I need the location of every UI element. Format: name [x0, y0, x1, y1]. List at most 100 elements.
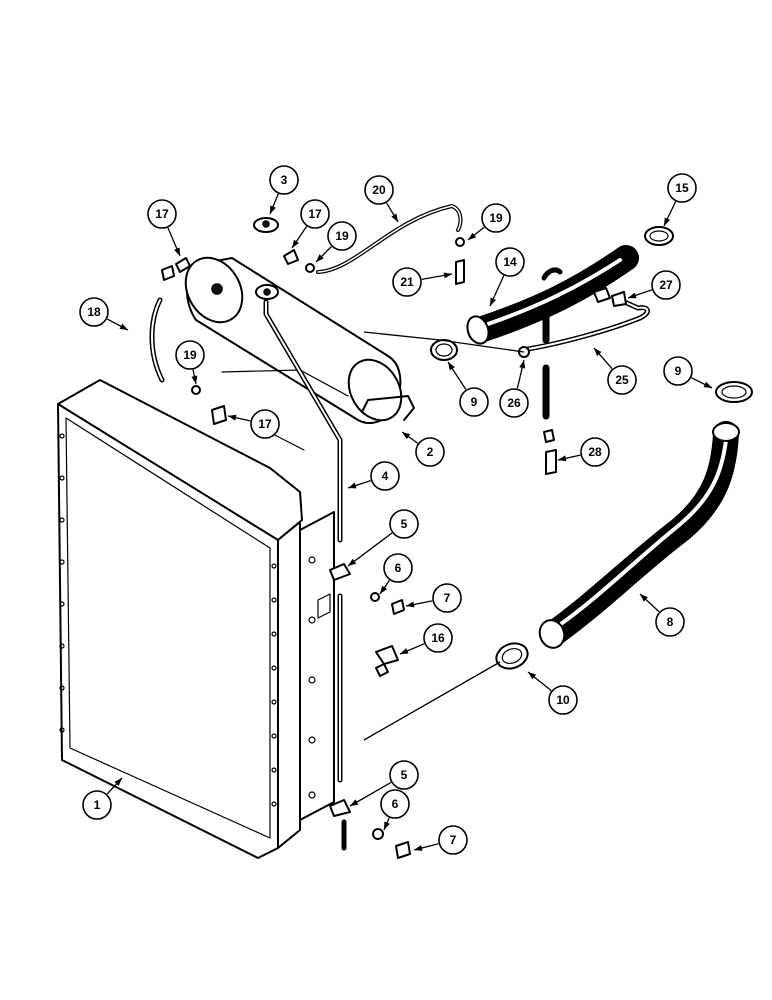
callout-arrowhead [400, 648, 409, 654]
callout-number: 5 [401, 517, 408, 531]
callout-number: 8 [667, 615, 674, 629]
callout-circle [364, 175, 394, 205]
callout-arrowhead [519, 360, 526, 369]
callout-arrowhead [558, 455, 567, 462]
callout-circle [651, 270, 681, 300]
callout-circle [481, 203, 511, 233]
callout-arrowhead [402, 432, 411, 440]
callout-arrowhead [270, 205, 276, 214]
callout-19: 19 [467, 203, 511, 241]
callout-circle [389, 509, 419, 539]
callout-number: 25 [615, 373, 629, 387]
callout-leader-line [347, 532, 393, 567]
callout-circle [147, 199, 177, 229]
callout-28: 28 [557, 437, 610, 467]
callout-arrowhead [628, 292, 637, 299]
callout-9: 9 [663, 356, 713, 389]
callout-circle [495, 247, 525, 277]
callout-circle [548, 685, 578, 715]
callout-circle [370, 461, 400, 491]
callout-circle [432, 583, 462, 613]
callout-number: 17 [258, 417, 272, 431]
callout-circle [392, 267, 422, 297]
callout-circle [82, 790, 112, 820]
callout-number: 6 [395, 561, 402, 575]
callout-arrowhead [640, 594, 648, 602]
callout-number: 19 [335, 229, 349, 243]
callout-2: 2 [401, 431, 445, 467]
callout-arrowhead [119, 323, 128, 330]
callout-number: 15 [675, 181, 689, 195]
callout-8: 8 [639, 593, 685, 637]
callout-1: 1 [82, 777, 123, 820]
callout-4: 4 [347, 461, 400, 491]
callout-number: 17 [155, 207, 169, 221]
radiator-cap [253, 217, 279, 233]
callout-arrowhead [348, 558, 357, 566]
callout-6: 6 [379, 553, 413, 595]
callout-26: 26 [499, 359, 529, 418]
callout-arrowhead [380, 585, 388, 594]
callout-circle [175, 340, 205, 370]
callout-17: 17 [147, 199, 181, 257]
callout-number: 5 [401, 768, 408, 782]
callout-arrowhead [594, 348, 602, 356]
callout-arrowhead [114, 778, 122, 786]
callout-arrowhead [490, 297, 497, 306]
callout-arrowhead [414, 845, 423, 851]
radiator [57, 379, 335, 859]
callout-number: 2 [427, 445, 434, 459]
callout-number: 4 [382, 469, 389, 483]
callout-number: 19 [489, 211, 503, 225]
callout-circle [389, 760, 419, 790]
callout-arrowhead [468, 232, 477, 240]
callout-arrowhead [664, 217, 671, 226]
fittings [161, 237, 465, 425]
callout-number: 10 [556, 693, 570, 707]
callout-6: 6 [380, 789, 410, 831]
callout-circle [655, 607, 685, 637]
callout-5: 5 [349, 760, 419, 807]
callout-arrowhead [448, 362, 455, 371]
callout-arrowhead [703, 381, 712, 388]
callout-number: 14 [503, 255, 517, 269]
callout-circle [423, 623, 453, 653]
callout-number: 7 [450, 833, 457, 847]
callout-20: 20 [364, 175, 399, 223]
callout-arrowhead [528, 672, 537, 680]
callout-arrowhead [292, 239, 299, 248]
callout-25: 25 [593, 347, 637, 395]
callout-number: 1 [94, 798, 101, 812]
callout-number: 9 [675, 364, 682, 378]
callout-number: 28 [588, 445, 602, 459]
callout-27: 27 [627, 270, 681, 300]
callout-circle [459, 387, 489, 417]
callout-number: 16 [431, 631, 445, 645]
callout-number: 21 [400, 275, 414, 289]
callout-arrowhead [348, 482, 357, 489]
callout-arrowhead [406, 601, 415, 608]
callout-number: 20 [372, 183, 386, 197]
callout-circle [269, 165, 299, 195]
callout-number: 7 [444, 591, 451, 605]
callout-arrowhead [384, 821, 390, 830]
surge-tank [184, 256, 415, 451]
callout-19: 19 [175, 340, 205, 385]
callout-number: 18 [87, 305, 101, 319]
callout-7: 7 [413, 825, 468, 855]
callout-9: 9 [447, 361, 489, 417]
callout-circle [327, 221, 357, 251]
callout-circle [580, 437, 610, 467]
callout-10: 10 [527, 671, 578, 715]
callout-arrowhead [391, 213, 398, 222]
callout-21: 21 [392, 267, 453, 297]
callout-circle [300, 199, 330, 229]
callout-arrowhead [174, 247, 180, 256]
callout-arrowhead [350, 799, 359, 806]
callout-number: 9 [471, 395, 478, 409]
callout-arrowhead [316, 254, 324, 262]
callout-arrowhead [443, 272, 452, 279]
callout-circle [79, 297, 109, 327]
